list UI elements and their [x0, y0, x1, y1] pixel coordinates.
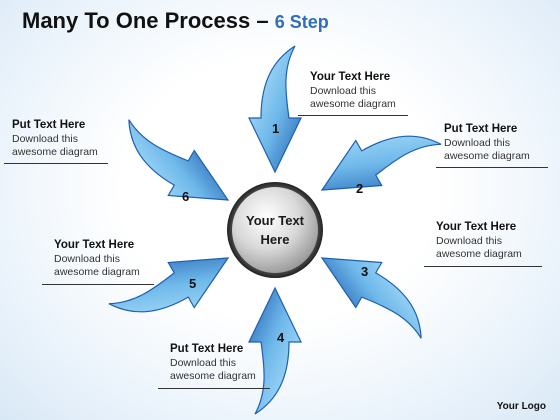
step-4-rule	[158, 388, 270, 389]
step-4-heading: Put Text Here	[170, 343, 244, 355]
step-2-body-line1: Download this	[444, 137, 510, 149]
step-1-body-line1: Download this	[310, 85, 376, 97]
step-6-heading: Put Text Here	[12, 119, 86, 131]
step-5-text: Your Text Here Download this awesome dia…	[54, 238, 140, 279]
arrow-2	[320, 135, 442, 191]
step-4-body-line1: Download this	[170, 357, 236, 369]
title-main: Many To One Process –	[22, 8, 269, 33]
arrow-3	[320, 257, 422, 339]
step-2-rule	[436, 167, 548, 168]
step-1-heading: Your Text Here	[310, 71, 391, 83]
logo-placeholder: Your Logo	[496, 401, 546, 412]
step-3-rule	[424, 266, 542, 267]
arrow-4	[248, 286, 302, 415]
arrow-5	[108, 257, 230, 313]
step-2-text: Put Text Here Download this awesome diag…	[444, 122, 530, 163]
step-2-heading: Put Text Here	[444, 123, 518, 135]
arrow-1	[248, 45, 302, 174]
step-4-body-line2: awesome diagram	[170, 370, 256, 382]
slide-title: Many To One Process – 6 Step	[22, 8, 329, 34]
step-number-3: 3	[361, 264, 368, 279]
step-5-body-line2: awesome diagram	[54, 266, 140, 278]
title-step-count: 6 Step	[274, 12, 329, 32]
step-number-4: 4	[277, 330, 285, 345]
center-text-line2: Here	[261, 232, 290, 247]
step-1-rule	[298, 115, 408, 116]
step-number-5: 5	[189, 276, 196, 291]
step-6-rule	[4, 163, 108, 164]
step-6-body-line2: awesome diagram	[12, 146, 98, 158]
center-node: Your Text Here	[227, 182, 323, 278]
step-1-text: Your Text Here Download this awesome dia…	[310, 70, 396, 111]
step-5-body-line1: Download this	[54, 253, 120, 265]
step-5-rule	[42, 284, 154, 285]
step-3-body-line2: awesome diagram	[436, 248, 522, 260]
step-2-body-line2: awesome diagram	[444, 150, 530, 162]
step-4-text: Put Text Here Download this awesome diag…	[170, 342, 256, 383]
step-3-body-line1: Download this	[436, 235, 502, 247]
step-6-body-line1: Download this	[12, 133, 78, 145]
step-number-1: 1	[272, 121, 279, 136]
step-6-text: Put Text Here Download this awesome diag…	[12, 118, 98, 159]
step-1-body-line2: awesome diagram	[310, 98, 396, 110]
arrow-6	[128, 119, 230, 201]
step-number-6: 6	[182, 189, 189, 204]
step-5-heading: Your Text Here	[54, 239, 135, 251]
center-text-line1: Your Text	[246, 213, 305, 228]
step-number-2: 2	[356, 181, 363, 196]
step-3-heading: Your Text Here	[436, 221, 517, 233]
step-3-text: Your Text Here Download this awesome dia…	[436, 220, 522, 261]
